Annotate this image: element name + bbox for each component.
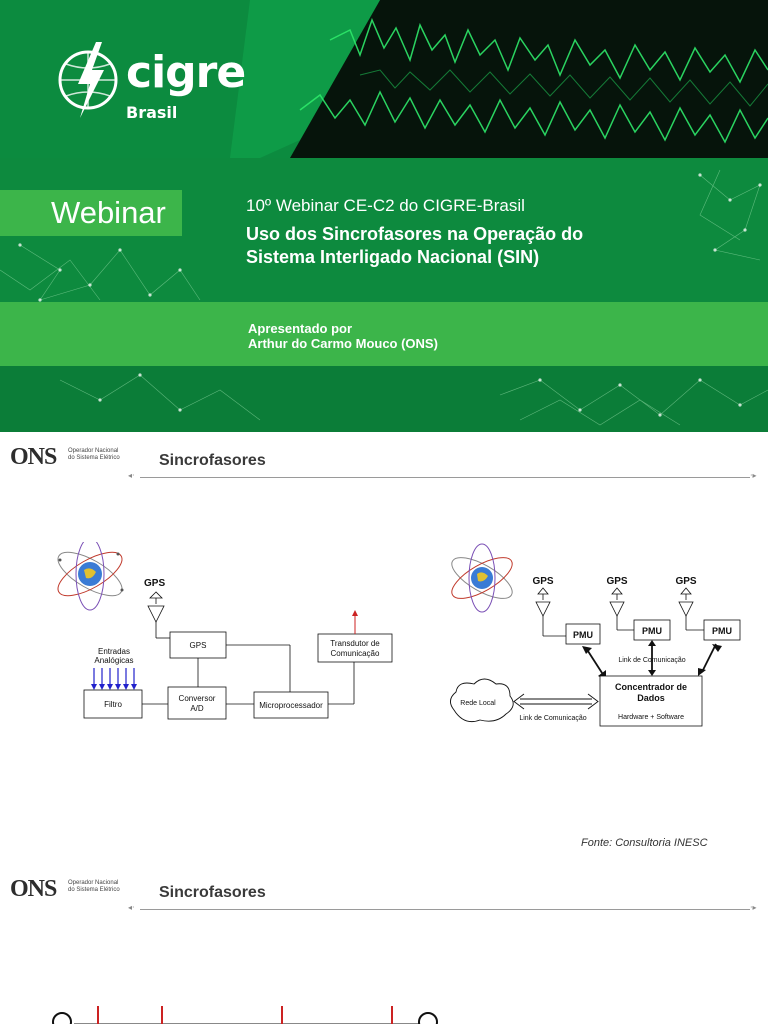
concentrador-box [599, 675, 703, 727]
rule-right-ornament: ·▸ [750, 471, 757, 480]
microprocessador-label: Microprocessador [259, 701, 323, 710]
rule-left-ornament: ◂· [128, 471, 135, 480]
webinar-banner: cigre Brasil Webinar 10º Webinar CE-C2 d… [0, 0, 768, 432]
webinar-label: Webinar [51, 195, 166, 230]
transdutor-label-2: Comunicação [331, 649, 380, 658]
ons-logo-sub1: Operador Nacional [68, 448, 119, 454]
pmu-label-3: PMU [712, 626, 732, 636]
ons-logo-text-2: ONS [10, 876, 57, 902]
timeline-fragment [52, 1006, 438, 1024]
pmu-box-1 [565, 623, 601, 645]
ons-logo: ONS Operador Nacional do Sistema Elétric… [10, 444, 120, 471]
analog-input-arrows [93, 668, 135, 686]
title-rule-2 [140, 909, 750, 910]
microprocessador-box [253, 691, 329, 719]
satellite-orbit-icon-2 [451, 543, 513, 613]
conversor-label-2: A/D [190, 704, 204, 713]
gps-label-1: GPS [532, 576, 553, 587]
ons-logo-text: ONS [10, 444, 57, 470]
filtro-label: Filtro [104, 700, 122, 709]
link-label-bottom: Link de Comunicação [519, 715, 586, 722]
rede-link-double-arrow [513, 693, 599, 710]
timestamp-markers [97, 1006, 393, 1024]
gps-label-3: GPS [675, 576, 696, 587]
source-note: Fonte: Consultoria INESC [581, 837, 708, 849]
rede-local-cloud-icon [450, 678, 514, 723]
gps-label-2: GPS [606, 576, 627, 587]
slide-title-2: Sincrofasores [159, 884, 266, 901]
slide-2: ONS Operador Nacional do Sistema Elétric… [0, 864, 768, 1024]
concentrador-label-1: Concentrador de [615, 682, 687, 692]
ons-logo-sub2: do Sistema Elétrico [68, 455, 120, 461]
transdutor-box [317, 633, 393, 663]
conversor-label-1: Conversor [179, 694, 216, 703]
gps-antenna-icons [535, 587, 704, 637]
title-rule [140, 477, 750, 478]
slide-title: Sincrofasores [159, 452, 266, 469]
talk-title-line2: Sistema Interligado Nacional (SIN) [246, 247, 540, 267]
cigre-globe-icon [58, 42, 118, 118]
satellite-orbit-icon [57, 542, 124, 611]
entradas-label-2: Analógicas [94, 656, 133, 665]
conversor-box [167, 686, 227, 720]
gps-antenna-label: GPS [144, 578, 165, 589]
cigre-logo-text: cigre [126, 47, 246, 98]
pmu-label-2: PMU [642, 626, 662, 636]
pmu-label-1: PMU [573, 630, 593, 640]
pmu-link-arrows [585, 643, 717, 677]
talk-title-line1: Uso dos Sincrofasores na Operação do [246, 224, 584, 244]
clock-icon-left [52, 1012, 72, 1024]
transdutor-label-1: Transdutor de [330, 639, 380, 648]
rule-left-ornament-2: ◂· [128, 903, 135, 912]
ons-logo-sub2-2: do Sistema Elétrico [68, 887, 120, 893]
presented-by-label: Apresentado por [248, 321, 353, 336]
entradas-label-1: Entradas [98, 647, 130, 656]
rede-local-label: Rede Local [460, 700, 496, 707]
webinar-tag: Webinar [0, 190, 182, 236]
presenter-name: Arthur do Carmo Mouco (ONS) [248, 336, 438, 351]
hw-sw-label: Hardware + Software [618, 714, 684, 721]
pmu-block-diagram: GPS GPS Entradas Analógicas Filtro Con [57, 542, 393, 720]
clock-icon-right [418, 1012, 438, 1024]
oscilloscope-panel [270, 0, 768, 158]
event-line: 10º Webinar CE-C2 do CIGRE-Brasil [246, 196, 525, 215]
concentrador-label-2: Dados [637, 693, 665, 703]
transmit-arrow-icon [352, 610, 358, 616]
rule-right-ornament-2: ·▸ [750, 903, 757, 912]
presenter-band: Apresentado por Arthur do Carmo Mouco (O… [0, 302, 768, 366]
filtro-box [83, 689, 143, 719]
ons-logo-sub1-2: Operador Nacional [68, 880, 119, 886]
ons-logo-2: ONS Operador Nacional do Sistema Elétric… [10, 876, 120, 903]
slide-1: ONS Operador Nacional do Sistema Elétric… [0, 432, 768, 849]
link-label-top: Link de Comunicação [618, 657, 685, 664]
gps-box-label: GPS [190, 641, 207, 650]
cigre-logo-country: Brasil [126, 103, 178, 122]
pmu-box-3 [703, 619, 741, 641]
pmu-network-diagram: GPS GPS GPS PMU PMU PMU Link de Comunica… [450, 543, 741, 727]
antenna-icon [149, 591, 163, 604]
